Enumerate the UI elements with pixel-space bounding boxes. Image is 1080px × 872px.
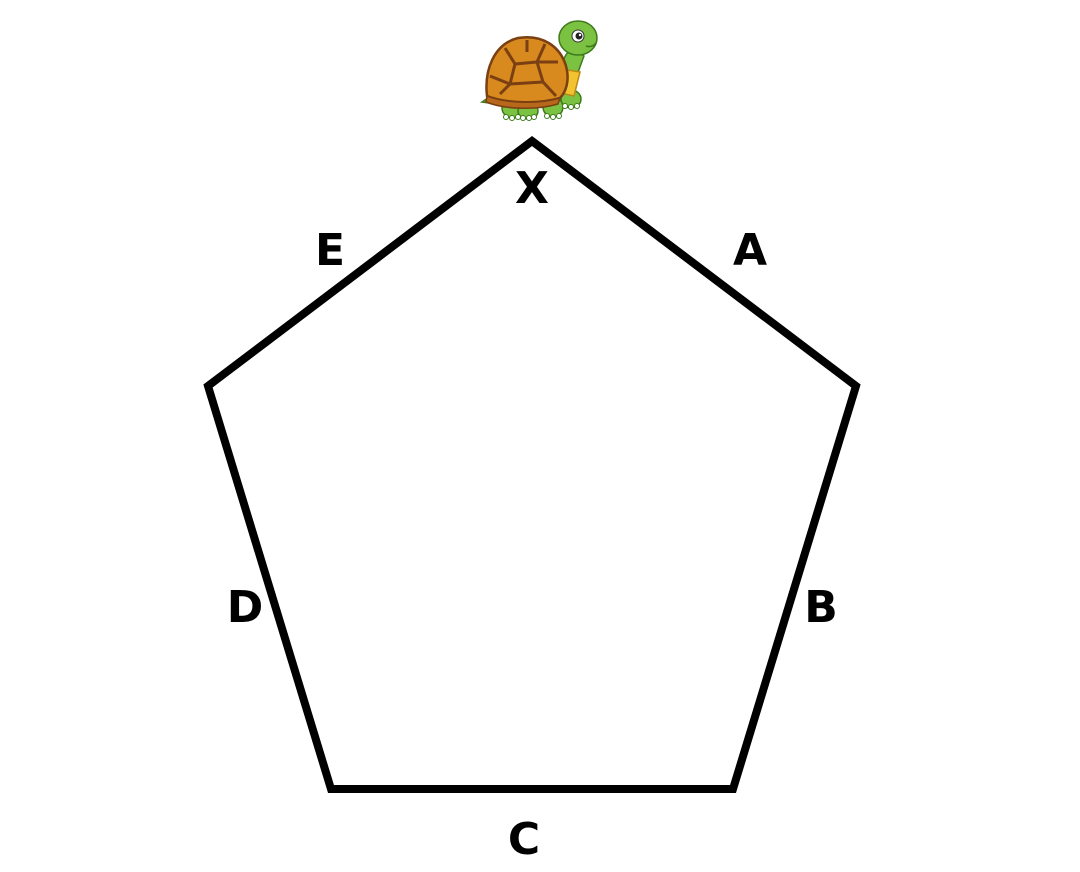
edge-label-d: D [227, 582, 264, 633]
edge-label-c: C [508, 814, 540, 865]
pentagon-outline [203, 135, 861, 793]
edge-label-e: E [315, 225, 345, 276]
vertex-label-x: X [515, 163, 549, 214]
turtle-icon [479, 20, 598, 121]
edge-label-a: A [733, 225, 767, 276]
edge-label-b: B [804, 582, 838, 633]
